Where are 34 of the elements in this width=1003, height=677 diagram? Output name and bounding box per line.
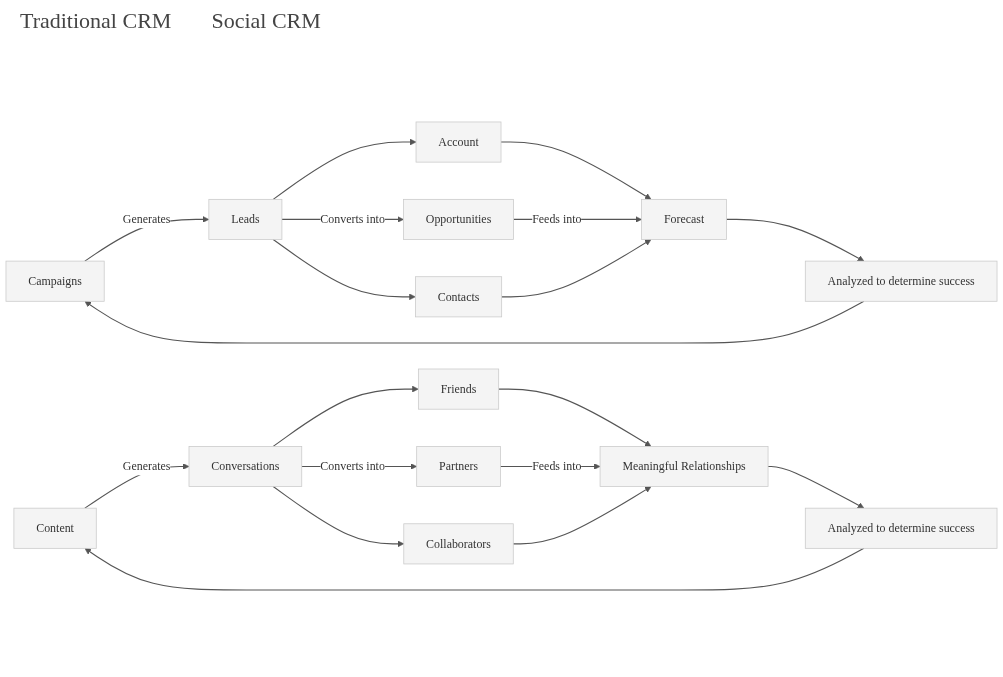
- node-box: Collaborators: [403, 522, 514, 564]
- edge-label: Generates: [122, 212, 171, 225]
- node-box: Partners: [416, 445, 501, 487]
- node-box: Conversations: [188, 445, 303, 487]
- node-box: Leads: [208, 198, 283, 240]
- node-box: Contacts: [415, 275, 503, 317]
- node-box: Meaningful Relationships: [599, 445, 769, 487]
- edge-label: Generates: [122, 459, 171, 472]
- node-box: Content: [13, 507, 97, 549]
- section-heading: Social CRM: [211, 8, 321, 34]
- node-box: Friends: [418, 368, 500, 410]
- arrow: [501, 238, 652, 297]
- arrow: [84, 547, 865, 591]
- edge-label: Feeds into: [532, 459, 582, 472]
- arrow: [84, 300, 865, 344]
- section-heading: Traditional CRM: [20, 8, 172, 34]
- edge-label: Converts into: [320, 212, 385, 225]
- arrow: [767, 465, 865, 508]
- arrow: [272, 385, 419, 447]
- node-box: Opportunities: [403, 198, 514, 240]
- arrow: [498, 388, 652, 447]
- arrow: [726, 218, 865, 261]
- node-box: Campaigns: [5, 260, 105, 302]
- arrow: [272, 485, 405, 547]
- edge-label: Converts into: [320, 459, 385, 472]
- edge-label: Feeds into: [532, 212, 582, 225]
- node-box: Analyzed to determine success: [804, 260, 998, 302]
- node-box: Forecast: [641, 198, 727, 240]
- node-box: Analyzed to determine success: [804, 507, 998, 549]
- arrow: [500, 141, 652, 200]
- arrow: [272, 138, 417, 200]
- arrow: [272, 238, 416, 300]
- arrow: [512, 485, 652, 544]
- node-box: Account: [415, 121, 502, 162]
